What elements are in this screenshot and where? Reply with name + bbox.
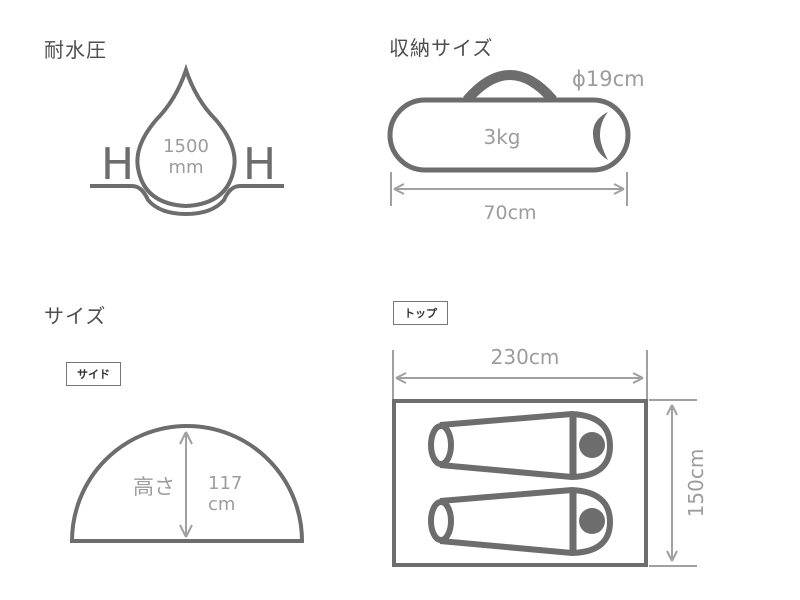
water-drop-icon: H H 1500 mm (90, 63, 284, 217)
pressure-value: 1500 (163, 136, 209, 157)
height-label: 高さ (133, 475, 175, 499)
pressure-unit: mm (168, 157, 203, 178)
right-h-letter: H (243, 139, 276, 190)
top-view-label: トップ (393, 301, 448, 325)
left-h-letter: H (101, 139, 134, 190)
height-unit: cm (208, 494, 235, 515)
bag-weight: 3kg (483, 125, 520, 149)
top-width: 230cm (491, 345, 560, 369)
sleeping-bag-icon (428, 410, 614, 481)
top-depth: 150cm (684, 449, 708, 518)
top-view-floor: 230cm 150cm (392, 345, 708, 567)
bag-length: 70cm (483, 202, 536, 224)
water-pressure-heading: 耐水圧 (44, 38, 107, 62)
bag-diameter: ϕ19cm (572, 67, 645, 91)
storage-bag-icon: 3kg ϕ19cm 70cm (387, 67, 645, 224)
sleeping-bag-icon (428, 486, 614, 557)
side-view-dome: 高さ 117 cm (69, 424, 305, 543)
size-heading: サイズ (44, 304, 107, 328)
storage-size-heading: 収納サイズ (389, 36, 494, 60)
side-view-label: サイド (66, 362, 121, 386)
height-value: 117 (208, 473, 242, 494)
